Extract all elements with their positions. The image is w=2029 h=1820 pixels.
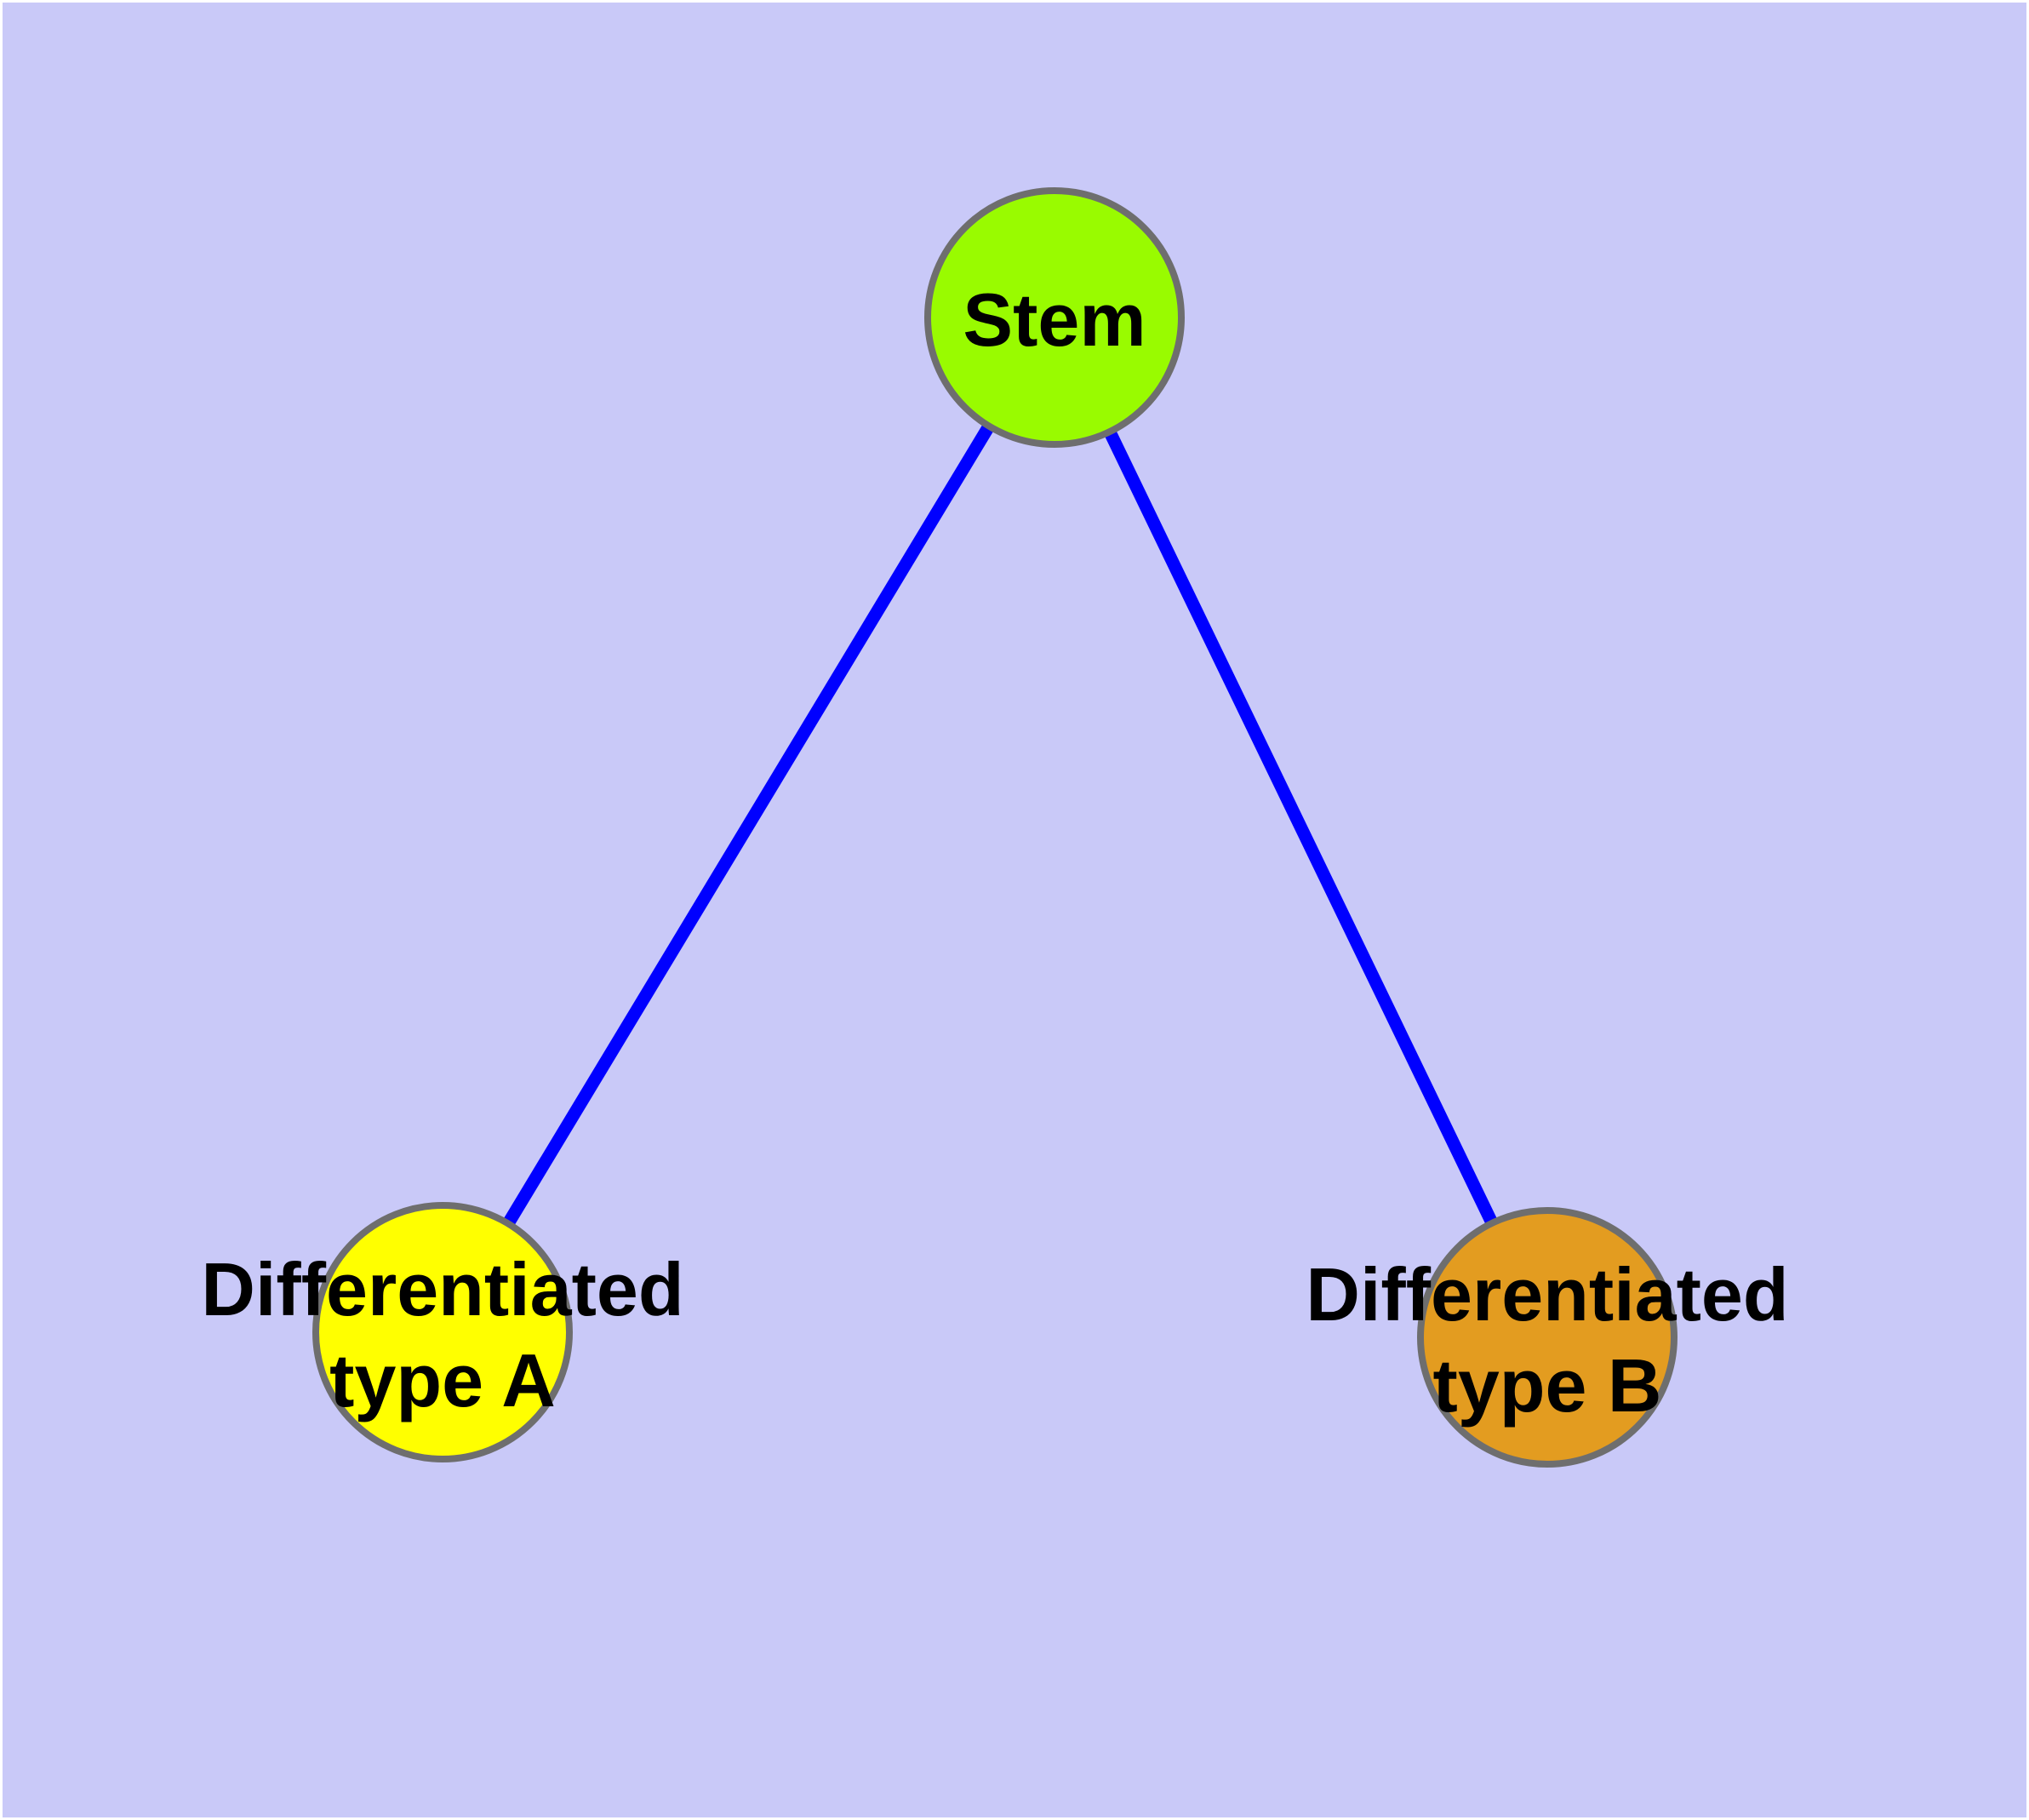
node-type-a-label-line2: type A (329, 1338, 556, 1422)
node-type-a-label-line1: Differentiated (201, 1247, 683, 1331)
node-type-b (1417, 1207, 1677, 1468)
node-stem (924, 187, 1185, 448)
node-type-a (312, 1202, 573, 1462)
edge-stem-to-type-b (1049, 314, 1553, 1341)
node-stem-label: Stem (963, 278, 1146, 362)
node-type-b-label-line1: Differentiated (1306, 1252, 1788, 1336)
edge-stem-to-type-a (437, 314, 1060, 1336)
node-type-b-label-line2: type B (1433, 1343, 1662, 1428)
